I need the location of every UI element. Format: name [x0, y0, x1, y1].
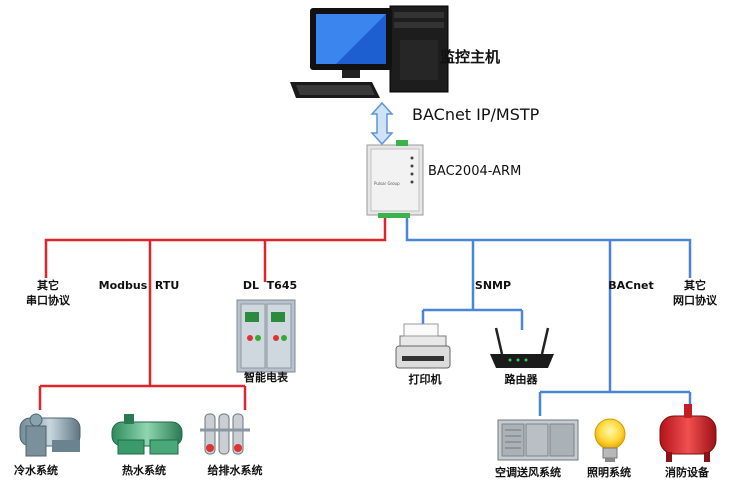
snmp-device-label: 打印机 — [409, 372, 442, 386]
water-pump-icon — [200, 413, 250, 455]
network-bus-lines — [405, 218, 692, 416]
smart-meter-cabinet-icon — [236, 299, 296, 373]
printer-icon — [395, 323, 451, 369]
gateway-brand: Pulsar Group — [374, 181, 400, 186]
fire-equipment-icon — [659, 404, 717, 462]
light-bulb-icon — [594, 418, 626, 462]
smart-meter-label: 智能电表 — [244, 370, 289, 384]
hvac-device-label: 给排水系统 — [208, 463, 263, 477]
bacnet-device-label: 空调送风系统 — [495, 465, 561, 479]
dlt645-label: DL T645 — [243, 279, 297, 292]
bidirectional-arrow-icon — [370, 101, 394, 146]
serial-bus-lines — [38, 218, 387, 410]
snmp-label: SNMP — [475, 279, 511, 292]
router-icon — [490, 327, 554, 368]
monitoring-computer-icon — [290, 5, 449, 98]
other-net-label-2: 网口协议 — [673, 293, 718, 307]
bacnet-label: BACnet — [608, 279, 654, 292]
gateway-model-label: BAC2004-ARM — [428, 164, 521, 179]
link-protocol-label: BACnet IP/MSTP — [412, 105, 540, 124]
heat-pump-icon — [111, 414, 183, 455]
modbus-rtu-label: Modbus RTU — [99, 279, 180, 292]
bacnet-device-label: 照明系统 — [587, 465, 631, 479]
air-handler-icon — [497, 419, 579, 461]
host-label: 监控主机 — [440, 48, 500, 66]
chiller-icon — [19, 413, 81, 457]
gateway-device-icon — [366, 140, 424, 218]
bacnet-device-label: 消防设备 — [665, 465, 710, 479]
other-net-label-1: 其它 — [684, 278, 706, 292]
hvac-device-label: 热水系统 — [122, 463, 166, 477]
other-serial-label-2: 串口协议 — [26, 293, 71, 307]
hvac-device-label: 冷水系统 — [14, 463, 58, 477]
snmp-device-label: 路由器 — [505, 372, 539, 386]
other-serial-label-1: 其它 — [37, 278, 59, 292]
